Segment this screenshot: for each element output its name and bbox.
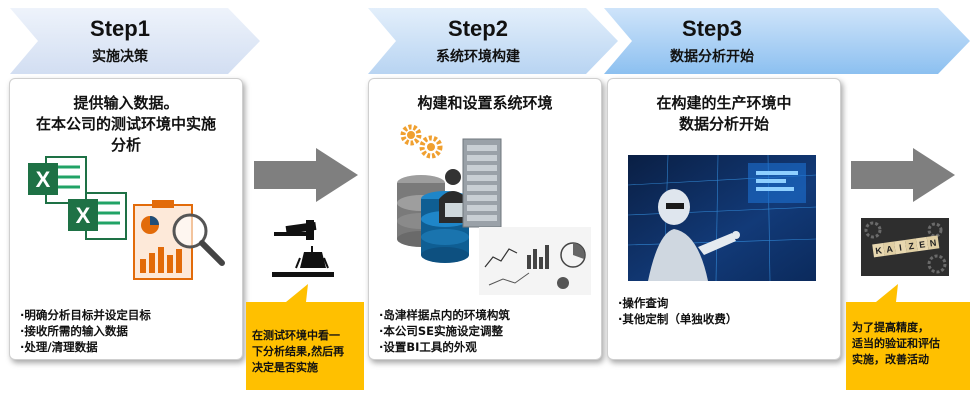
step1-chevron: Step1 实施决策 <box>10 8 260 74</box>
callout-line: 决定是否实施 <box>252 361 318 374</box>
bullet-item: ·明确分析目标并设定目标 <box>20 308 151 322</box>
card1-bullets: ·明确分析目标并设定目标 ·接收所需的输入数据 ·处理/清理数据 <box>20 307 151 355</box>
callout-line: 适当的验证和评估 <box>852 337 940 350</box>
step1-subtitle: 实施决策 <box>92 49 148 65</box>
heading-line: 数据分析开始 <box>678 115 769 133</box>
heading-line: 分析 <box>110 136 141 154</box>
bullet-item: ·本公司SE实施设定调整 <box>379 324 504 338</box>
card2-bullets: ·岛津样据点内的环境构筑 ·本公司SE实施设定调整 ·设置BI工具的外观 <box>379 307 510 355</box>
server-icon <box>462 138 502 228</box>
callout-line: 在测试环境中看一 <box>252 329 340 342</box>
chevron-shape <box>10 8 260 74</box>
heading-line: 提供输入数据。 <box>73 94 179 112</box>
callout-tail <box>876 284 898 302</box>
bullet-item: ·设置BI工具的外观 <box>379 340 477 354</box>
kaizen-tile: A <box>886 244 894 255</box>
bullet-item: ·操作查询 <box>618 296 669 310</box>
kaizen-image: K A I Z E N <box>861 218 949 276</box>
callout-test-review: 在测试环境中看一 下分析结果,然后再 决定是否实施 <box>246 302 364 390</box>
arrow-right-icon <box>254 148 358 202</box>
magnifier-icon <box>172 213 225 266</box>
kaizen-tile: E <box>919 239 926 250</box>
step1-card: 提供输入数据。 在本公司的测试环境中实施 分析 X X ·明确分析目标并设 <box>9 78 243 360</box>
kaizen-tile: N <box>929 238 937 249</box>
step2-subtitle: 系统环境构建 <box>436 49 520 65</box>
robot-image <box>628 155 816 281</box>
excel-icon: X X <box>28 156 127 240</box>
gavel-icon <box>272 220 334 277</box>
step3-subtitle: 数据分析开始 <box>670 49 754 65</box>
excel-letter: X <box>36 167 51 192</box>
analytics-board-icon <box>479 227 591 295</box>
step2-card: 构建和设置系统环境 <box>368 78 602 360</box>
heading-line: 构建和设置系统环境 <box>417 94 553 112</box>
heading-line: 在本公司的测试环境中实施 <box>35 115 216 133</box>
user-icon <box>439 169 467 223</box>
gear-icon <box>400 124 443 159</box>
step2-title: Step2 <box>448 16 508 41</box>
chevron-shape <box>368 8 618 74</box>
step3-card: 在构建的生产环境中 数据分析开始 ·操作查询 ·其他定制（单独收费） <box>607 78 841 360</box>
kaizen-tile: K <box>875 245 883 256</box>
step2-chevron: Step2 系统环境构建 <box>368 8 618 74</box>
step3-chevron: Step3 数据分析开始 <box>604 8 970 74</box>
card2-heading: 构建和设置系统环境 <box>369 93 601 114</box>
bullet-item: ·岛津样据点内的环境构筑 <box>379 308 510 322</box>
bullet-item: ·其他定制（单独收费） <box>618 312 738 326</box>
arrow-right-icon <box>851 148 955 202</box>
step3-title: Step3 <box>682 16 742 41</box>
callout-improvement: 为了提高精度， 适当的验证和评估 实施，改善活动 <box>846 302 970 390</box>
callout-line: 下分析结果,然后再 <box>252 345 345 358</box>
report-chart-icon <box>133 200 225 280</box>
chevron-shape <box>604 8 970 74</box>
heading-line: 在构建的生产环境中 <box>656 94 792 112</box>
kaizen-tile: I <box>898 243 902 253</box>
callout-tail <box>286 284 308 302</box>
callout-line: 实施，改善活动 <box>852 353 929 366</box>
card3-bullets: ·操作查询 ·其他定制（单独收费） <box>618 295 737 327</box>
excel-letter: X <box>76 203 91 228</box>
card1-heading: 提供输入数据。 在本公司的测试环境中实施 分析 <box>10 93 242 156</box>
step1-title: Step1 <box>90 16 150 41</box>
card3-heading: 在构建的生产环境中 数据分析开始 <box>608 93 840 135</box>
callout-line: 为了提高精度， <box>852 321 929 334</box>
bullet-item: ·处理/清理数据 <box>20 340 98 354</box>
kaizen-tile: Z <box>908 241 915 252</box>
bullet-item: ·接收所需的输入数据 <box>20 324 128 338</box>
